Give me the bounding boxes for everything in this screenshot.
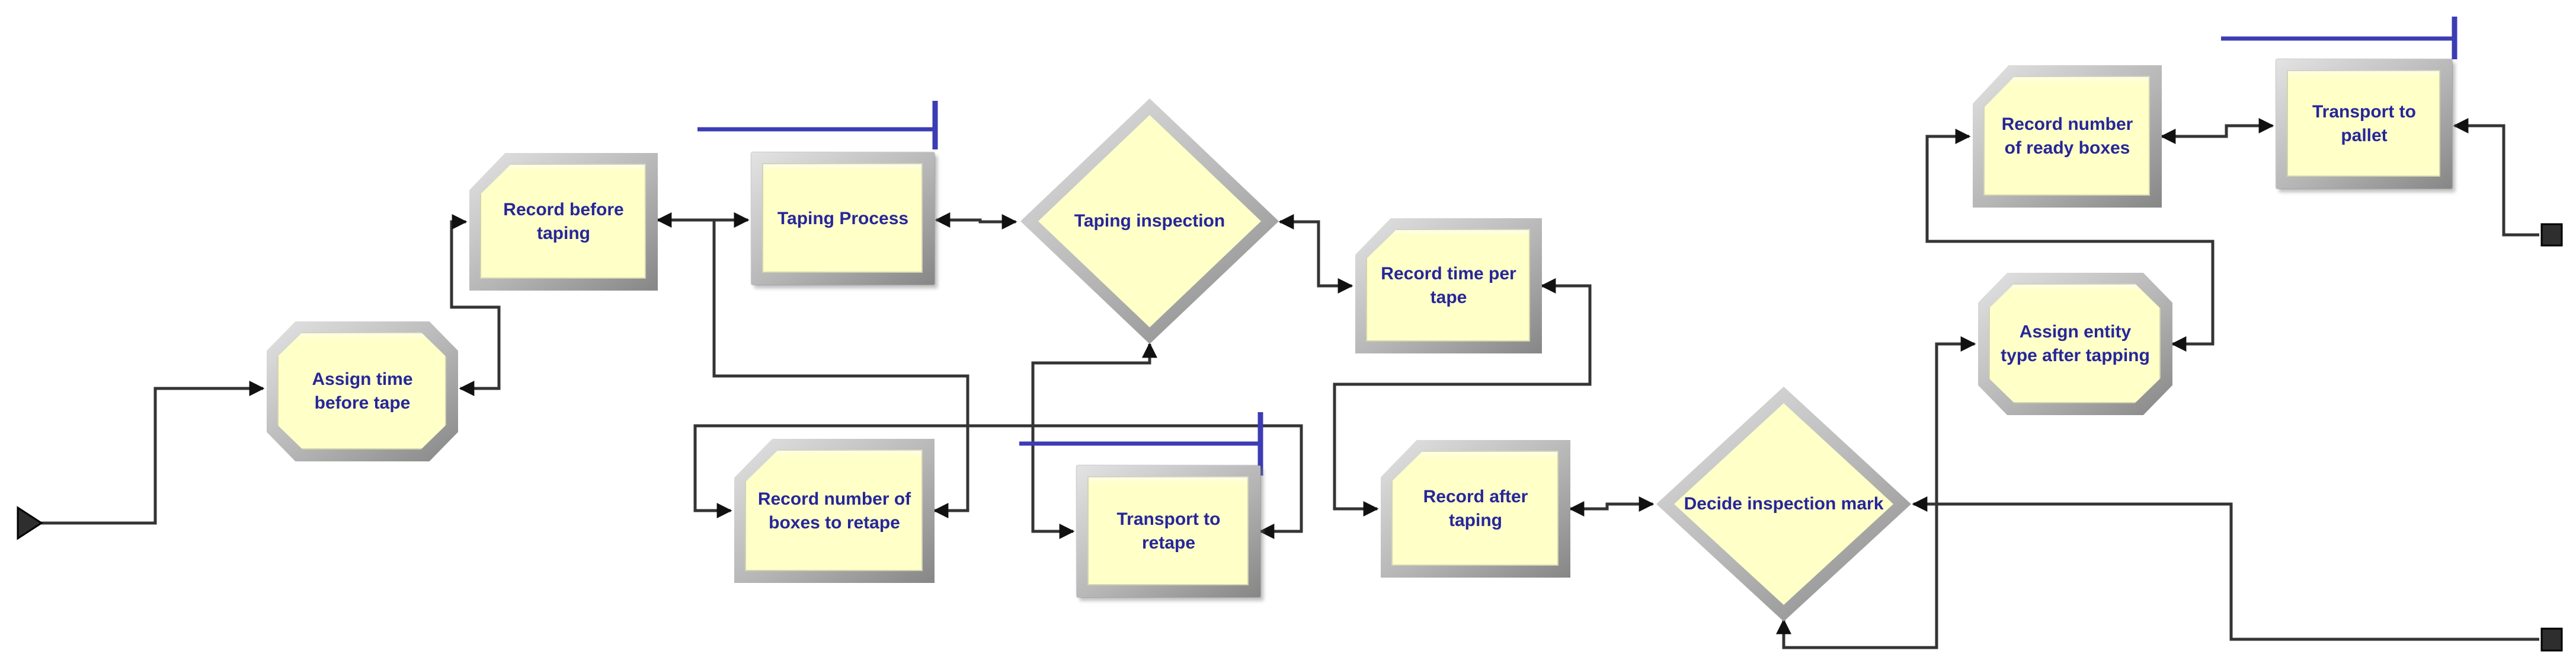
block-label: Transport to pallet [2312, 102, 2416, 145]
block-face [745, 450, 923, 571]
transport-retape-queue[interactable] [1019, 412, 1263, 476]
block-record-time-per-tape[interactable]: Record time per tape [1355, 218, 1542, 353]
block-label: Record after taping [1423, 487, 1528, 530]
block-label: Transport to retape [1116, 509, 1221, 553]
block-assign-time-before-tape[interactable]: Assign time before tape [267, 321, 458, 461]
block-label: Assign entity type after tapping [2001, 322, 2150, 365]
block-face [1087, 476, 1249, 585]
connector-start-to-assign-time[interactable] [40, 381, 265, 525]
block-label: Record number of ready boxes [2001, 114, 2133, 158]
block-transport-to-pallet[interactable]: Transport to pallet [2276, 59, 2452, 189]
block-face [1989, 283, 2161, 403]
connector-decide-bottom-to-assign-entity[interactable] [1776, 336, 1976, 649]
connector-transport-retape-to-record-boxes[interactable] [693, 424, 1303, 539]
connector-record-ready-to-transport-pallet[interactable] [2160, 118, 2274, 144]
block-label: Taping Process [777, 208, 909, 228]
block-label: Record number of boxes to retape [757, 489, 911, 533]
block-transport-to-retape[interactable]: Transport to retape [1077, 466, 1260, 597]
connector-record-time-to-record-after[interactable] [1333, 278, 1592, 517]
connector-assign-entity-to-record-ready[interactable] [1925, 129, 2215, 352]
block-label: Record before taping [503, 200, 624, 243]
block-decide-inspection-mark[interactable]: Decide inspection mark [1656, 387, 1911, 621]
block-face [1366, 229, 1530, 342]
connector-assign-time-to-record-before[interactable] [450, 214, 501, 396]
block-label: Decide inspection mark [1684, 494, 1884, 514]
block-face [2287, 70, 2440, 177]
block-taping-process[interactable]: Taping Process [751, 152, 935, 285]
connector-transport-pallet-to-end-top[interactable] [2453, 118, 2539, 237]
connector-decide-right-to-end-bottom[interactable] [1912, 496, 2539, 641]
block-label: Assign time before tape [312, 369, 413, 413]
connector-inspection-true-to-record-time[interactable] [1278, 214, 1353, 294]
block-record-number-boxes-retape[interactable]: Record number of boxes to retape [734, 439, 935, 583]
transport-pallet-queue[interactable] [2221, 17, 2457, 59]
connector-record-after-to-decide[interactable] [1569, 496, 1655, 517]
block-record-after-taping[interactable]: Record after taping [1381, 440, 1570, 578]
start-triangle-icon[interactable] [17, 506, 43, 540]
connector-taping-process-to-inspection[interactable] [935, 212, 1017, 230]
block-assign-entity-type-after-tapping[interactable]: Assign entity type after tapping [1978, 273, 2172, 415]
block-face [1983, 76, 2150, 196]
block-face [1391, 451, 1559, 566]
taping-process-queue[interactable] [697, 101, 938, 149]
block-face [762, 163, 923, 273]
block-record-before-taping[interactable]: Record before taping [469, 153, 658, 291]
block-taping-inspection-decide[interactable]: Taping inspection [1020, 98, 1279, 344]
block-face [480, 164, 646, 279]
end-square-top-icon[interactable] [2540, 223, 2563, 247]
block-label: Taping inspection [1074, 211, 1225, 231]
end-square-bottom-icon[interactable] [2540, 627, 2563, 652]
block-record-number-ready-boxes[interactable]: Record number of ready boxes [1973, 65, 2162, 208]
block-face [277, 332, 446, 450]
connector-record-boxes-to-taping-process[interactable] [712, 212, 969, 518]
block-label: Record time per tape [1381, 264, 1516, 307]
